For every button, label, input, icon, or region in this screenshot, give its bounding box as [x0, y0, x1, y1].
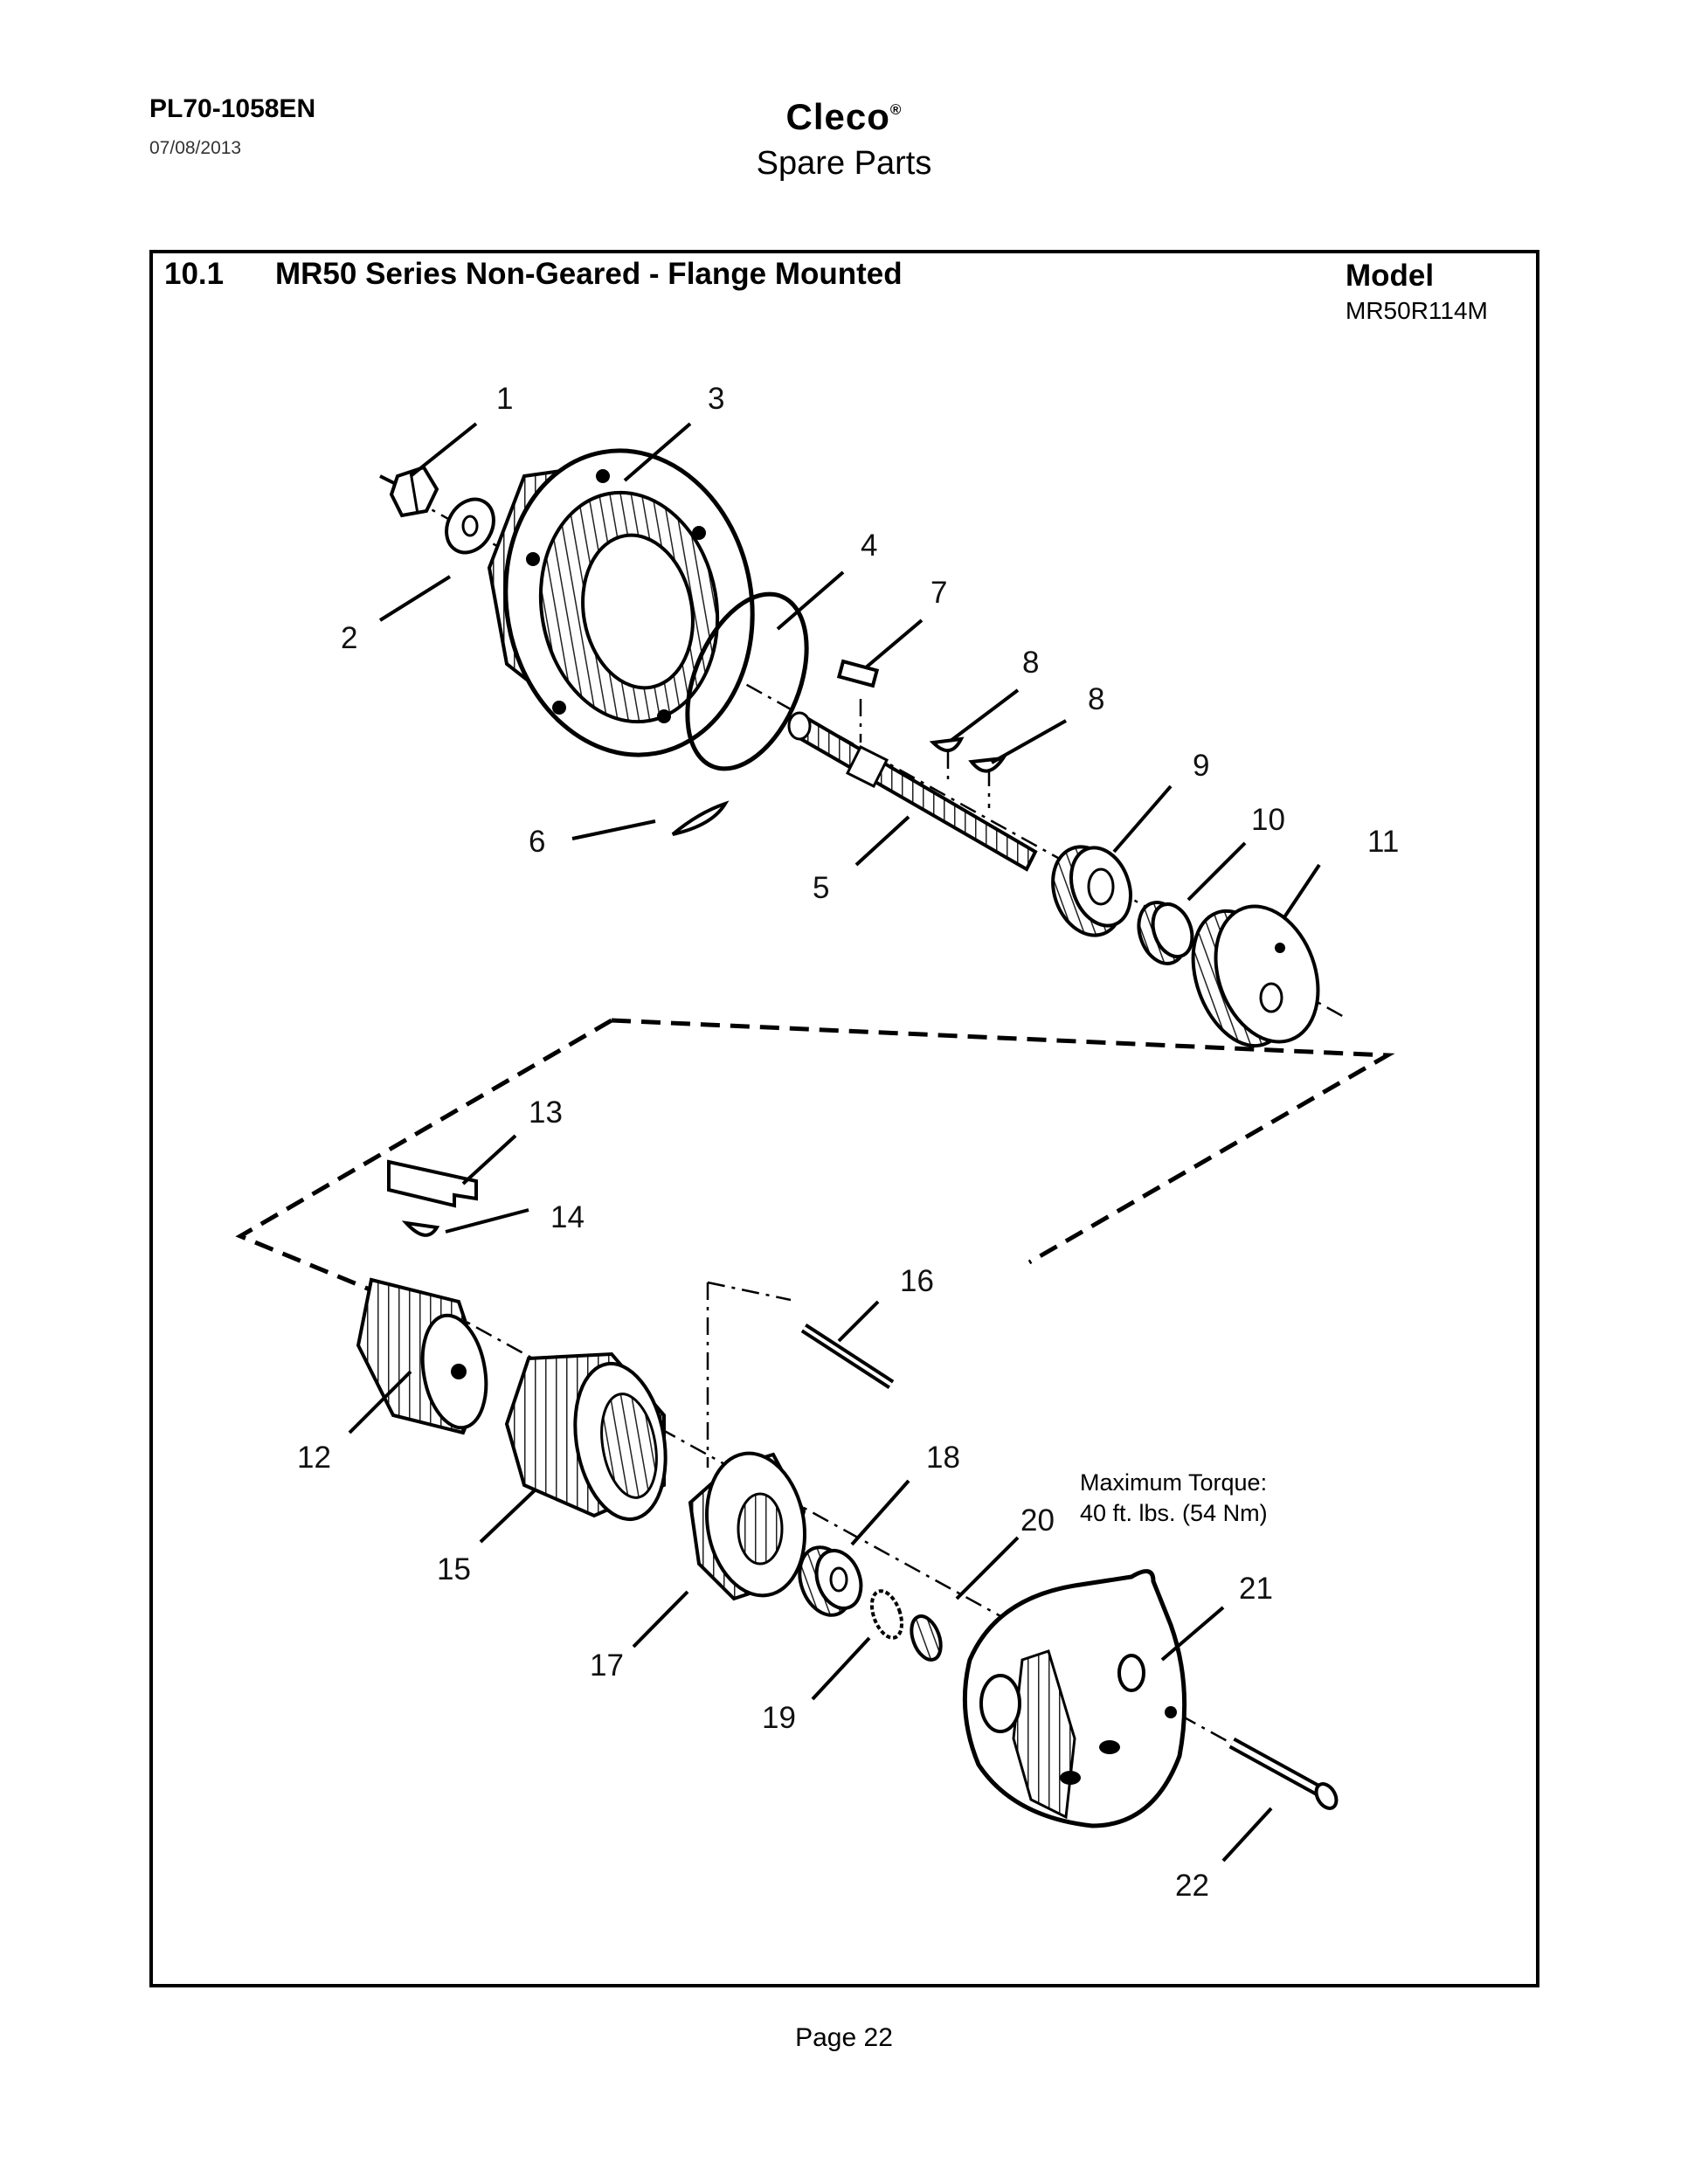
part-6-cotter-pin: [671, 800, 730, 836]
document-date: 07/08/2013: [149, 138, 242, 158]
model-value: MR50R114M: [1346, 297, 1488, 324]
part-5-shaft: [787, 711, 1038, 872]
section-title: MR50 Series Non-Geared - Flange Mounted: [275, 257, 903, 291]
callout-10: 10: [1251, 803, 1285, 837]
brand-name: Cleco: [785, 96, 890, 137]
callout-8a: 8: [1022, 646, 1039, 680]
max-torque-note: Maximum Torque: 40 ft. lbs. (54 Nm): [1080, 1468, 1268, 1529]
brand-logo: Cleco®: [0, 96, 1688, 138]
max-torque-label: Maximum Torque:: [1080, 1469, 1268, 1496]
part-19-lock-washer: [869, 1589, 904, 1640]
callout-4: 4: [861, 529, 877, 563]
model-label: Model: [1346, 259, 1435, 293]
callout-7: 7: [930, 576, 947, 610]
part-13-vane: [387, 1159, 478, 1208]
callout-19: 19: [762, 1701, 796, 1735]
callout-6: 6: [529, 825, 545, 859]
callout-14: 14: [550, 1200, 585, 1234]
callout-12: 12: [297, 1441, 331, 1475]
registered-mark: ®: [889, 101, 903, 118]
part-22-screw: [1228, 1737, 1339, 1810]
callout-16: 16: [900, 1264, 934, 1298]
callout-8b: 8: [1088, 682, 1104, 716]
callout-2: 2: [341, 621, 357, 655]
callout-13: 13: [529, 1095, 563, 1130]
part-11-end-plate: [1191, 904, 1320, 1048]
document-id: PL70-1058EN: [149, 94, 316, 123]
diagram-frame: [149, 250, 1539, 1987]
part-15-cylinder: [504, 1351, 668, 1522]
part-8-woodruff-key-a: [929, 736, 965, 752]
part-14-key: [401, 1220, 440, 1237]
callout-15: 15: [437, 1552, 471, 1586]
max-torque-value: 40 ft. lbs. (54 Nm): [1080, 1500, 1268, 1526]
callout-22: 22: [1175, 1869, 1209, 1903]
callout-1: 1: [496, 382, 513, 416]
group-boundary: [235, 1018, 1395, 1330]
part-9-bearing: [1051, 845, 1132, 937]
part-3-flange-housing: [487, 448, 755, 757]
callout-20: 20: [1020, 1503, 1055, 1538]
part-16-pin: [800, 1323, 895, 1390]
callout-3: 3: [708, 382, 724, 416]
page-subtitle: Spare Parts: [756, 145, 932, 182]
callout-9: 9: [1193, 749, 1209, 783]
part-1-nut: [379, 465, 439, 518]
part-20-nut: [910, 1614, 943, 1662]
part-18-bearing: [798, 1545, 863, 1617]
part-2-washer: [445, 497, 495, 555]
part-21-housing: [962, 1569, 1187, 1828]
part-17-end-plate: [688, 1451, 807, 1601]
leader-lines: [348, 422, 1321, 1863]
callout-5: 5: [813, 871, 829, 905]
part-7-key: [836, 659, 880, 688]
part-12-rotor: [356, 1277, 488, 1435]
part-10-bearing: [1137, 901, 1194, 965]
page-number: Page 22: [795, 2023, 893, 2052]
callout-labels: 1 2 3 4 5 6 7 8 8 9 10 11 12 13 14 16 15…: [297, 382, 1399, 1903]
callout-17: 17: [590, 1648, 624, 1683]
callout-18: 18: [926, 1441, 960, 1475]
section-number: 10.1: [164, 257, 225, 291]
part-4-o-ring: [685, 591, 809, 771]
callout-11: 11: [1367, 825, 1399, 859]
callout-21: 21: [1239, 1572, 1273, 1606]
